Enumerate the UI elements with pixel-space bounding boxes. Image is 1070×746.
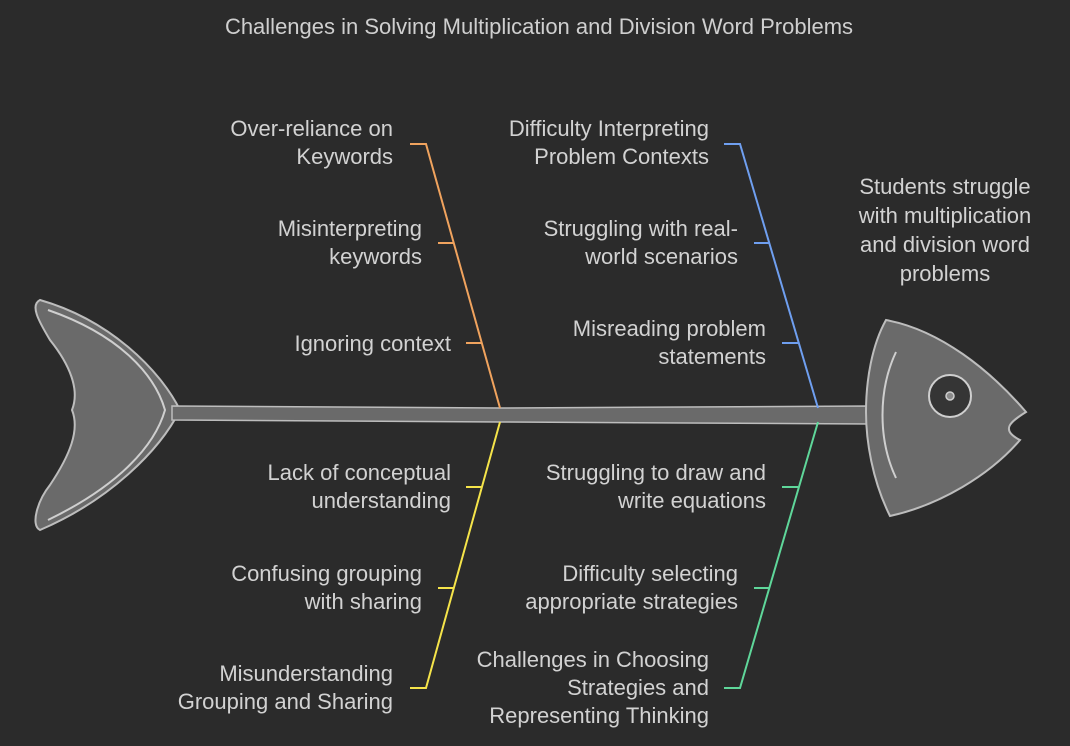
fish-tail [34,298,182,532]
cause-real-world-scenarios: Struggling with real- world scenarios [543,216,738,269]
cause-misreading-statements: Misreading problem statements [572,316,766,369]
fish-spine [171,405,871,425]
bone-contexts [724,143,819,409]
cause-confusing-grouping-sharing: Confusing grouping with sharing [231,561,422,614]
fish-pupil [945,391,955,401]
category-strategies-label: Challenges in Choosing Strategies and Re… [476,647,709,728]
cause-lack-conceptual-understanding: Lack of conceptual understanding [267,460,451,513]
effect-label: Students struggle with multiplication an… [858,174,1032,286]
category-grouping-label: Misunderstanding Grouping and Sharing [177,661,393,714]
bone-strategies [724,421,819,689]
bone-grouping [410,421,501,689]
cause-selecting-strategies: Difficulty selecting appropriate strateg… [525,561,738,614]
fish-gill [881,351,897,479]
fish-head [864,318,1028,518]
category-contexts-label: Difficulty Interpreting Problem Contexts [508,116,709,169]
category-keywords-label: Over-reliance on Keywords [230,116,393,169]
cause-draw-write-equations: Struggling to draw and write equations [545,460,766,513]
cause-misinterpreting-keywords: Misinterpreting keywords [277,216,422,269]
fish-tail-curve [47,309,167,521]
cause-ignoring-context: Ignoring context [294,331,451,356]
bone-keywords [410,143,501,409]
diagram-title: Challenges in Solving Multiplication and… [224,14,854,39]
